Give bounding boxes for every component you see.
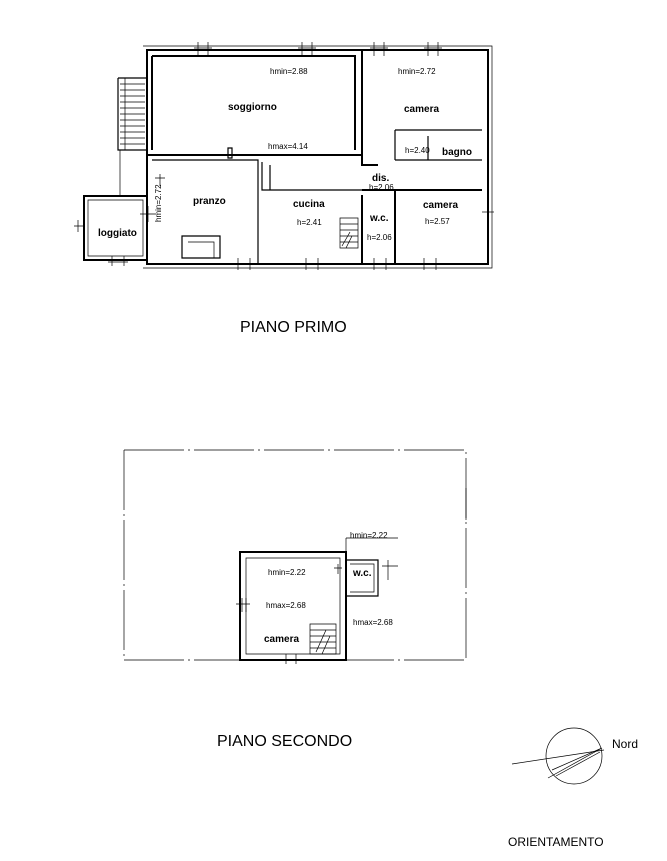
windows-bottom bbox=[108, 256, 440, 270]
label-camera2: camera bbox=[423, 200, 458, 211]
label-wc-hmax: hmax=2.68 bbox=[353, 618, 393, 627]
label-camera1-hmin: hmin=2.72 bbox=[398, 67, 436, 76]
label-dis: dis. bbox=[372, 173, 389, 184]
piano-primo-plan bbox=[74, 42, 494, 270]
label-bagno: bagno bbox=[442, 147, 472, 158]
piano-secondo-plan bbox=[123, 449, 467, 664]
label-pranzo-hmin: hmin=2.72 bbox=[154, 184, 163, 222]
label-nord: Nord bbox=[612, 737, 638, 751]
label-soggiorno: soggiorno bbox=[228, 102, 277, 113]
label-loggiato: loggiato bbox=[98, 228, 137, 239]
windows-top bbox=[194, 42, 442, 56]
label-dis-h: h=2.06 bbox=[369, 183, 394, 192]
title-piano-primo: PIANO PRIMO bbox=[240, 319, 347, 336]
stair-piano-secondo bbox=[309, 623, 337, 655]
label-wc: w.c. bbox=[369, 213, 389, 224]
label-wc-h: h=2.06 bbox=[367, 233, 392, 242]
internal-stair bbox=[339, 217, 359, 249]
label-cucina: cucina bbox=[293, 199, 325, 210]
label-soggiorno-hmax: hmax=4.14 bbox=[268, 142, 308, 151]
label-wc-secondo: w.c. bbox=[352, 568, 372, 579]
label-camera1: camera bbox=[404, 104, 439, 115]
label-camera-hmax: hmax=2.68 bbox=[266, 601, 306, 610]
label-bagno-h: h=2.40 bbox=[405, 146, 430, 155]
compass-rose bbox=[511, 727, 605, 785]
label-soggiorno-hmin: hmin=2.88 bbox=[270, 67, 308, 76]
label-camera2-h: h=2.57 bbox=[425, 217, 450, 226]
label-orientamento: ORIENTAMENTO bbox=[508, 835, 604, 849]
label-cucina-h: h=2.41 bbox=[297, 218, 322, 227]
title-piano-secondo: PIANO SECONDO bbox=[217, 733, 352, 750]
label-camera: camera bbox=[264, 634, 299, 645]
label-camera-hmin: hmin=2.22 bbox=[268, 568, 306, 577]
loggiato-block bbox=[83, 150, 148, 261]
label-wc-hmin: hmin=2.22 bbox=[350, 531, 388, 540]
external-stair bbox=[117, 77, 147, 151]
fireplace bbox=[181, 235, 221, 259]
label-pranzo: pranzo bbox=[193, 196, 226, 207]
